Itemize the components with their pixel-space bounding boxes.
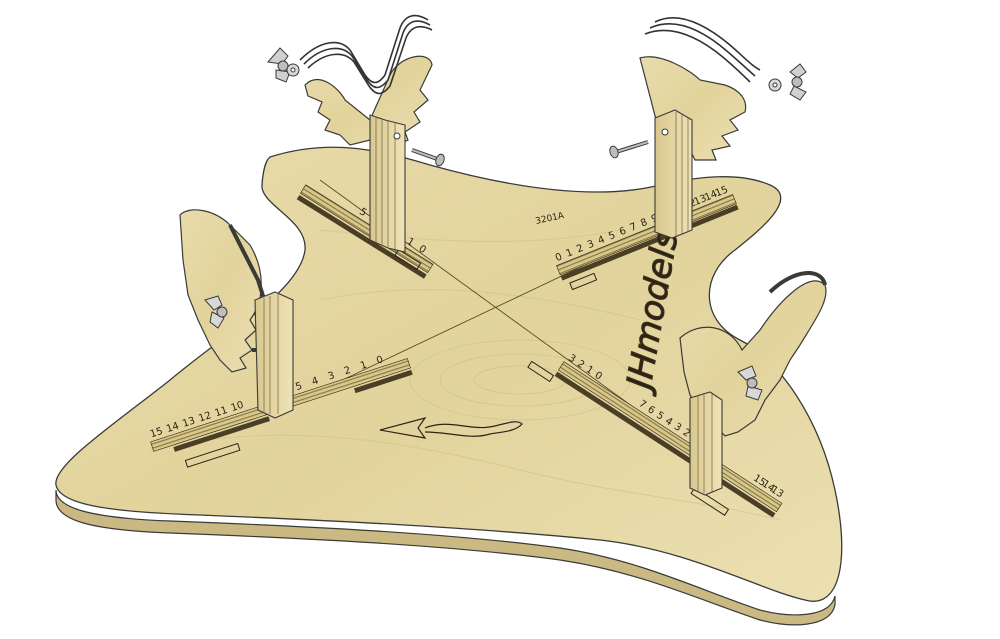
scale-tick-label: 5	[294, 381, 303, 393]
cradle-saddle	[179, 209, 262, 373]
scale-tick-label: 4	[310, 375, 319, 387]
bolt-icon	[411, 148, 445, 167]
direction-arrow-icon	[379, 416, 523, 439]
scale-tick-label: 0	[417, 243, 428, 256]
scale-tick-label: 5	[654, 410, 665, 423]
cradle-right	[679, 271, 827, 496]
scale-tick-label: 3	[672, 421, 683, 434]
scale-tick-label: 15	[149, 426, 165, 440]
base-plate	[55, 146, 843, 626]
scale-tick-label: 0	[593, 370, 604, 383]
wing-nut-icon	[737, 365, 763, 401]
scale-tick-label: 1	[565, 247, 575, 260]
wing-nut-icon	[204, 295, 228, 329]
cradle-post	[654, 109, 693, 239]
cradle-post	[254, 291, 294, 419]
washer-icon	[768, 78, 782, 92]
base-plate-edge	[55, 489, 836, 626]
wire-clip-right	[644, 17, 761, 83]
scale-tick-label: 5	[607, 230, 617, 243]
scale-tick-label: 7	[628, 221, 638, 234]
cradle-left	[179, 209, 294, 419]
scale-tick-label: 3	[566, 353, 577, 366]
scale-tick-label: 6	[618, 226, 628, 239]
scale-tick-label: 4	[663, 416, 674, 429]
scale-tick-label: 2	[575, 358, 586, 371]
cradle-post	[369, 114, 406, 253]
scale-tick-label: 5	[357, 206, 368, 219]
cradle-top-left	[304, 55, 433, 253]
scale-tick-label: 1	[405, 236, 416, 249]
scale-tick-label: 0	[375, 354, 384, 366]
cradle-top-right	[639, 56, 747, 239]
washer-icon	[286, 63, 300, 77]
wire-clip-left	[299, 14, 433, 95]
scale-tick-label: 2	[343, 365, 352, 377]
scale-tick-label: 1	[359, 360, 368, 372]
scale-tick-label: 7	[637, 398, 648, 411]
cradle-saddle-edge	[768, 271, 827, 294]
scale-tick-label: 2	[575, 243, 585, 256]
cradle-saddle	[304, 55, 433, 151]
scale-tick-label: 2	[681, 427, 692, 440]
scale-tick-label: 0	[554, 251, 564, 264]
wing-nut-icon	[267, 47, 291, 83]
scale-tick-label: 13	[181, 415, 197, 429]
scale-tick-label: 3	[586, 239, 596, 252]
scale-tick-label: 6	[645, 404, 656, 417]
scale-tick-label: 12	[197, 410, 213, 424]
slot-marks	[184, 248, 730, 516]
scale-tick-label: 11	[213, 405, 229, 419]
scale-tick-label: 4	[597, 234, 607, 247]
wing-nut-icon	[789, 63, 807, 101]
scale-tick-label: 15	[714, 184, 730, 199]
scale-tick-label: 1	[584, 364, 595, 377]
scale-tick-label: 10	[230, 400, 246, 414]
scale-tick-label: 13	[692, 193, 708, 208]
scale-tick-label: 14	[703, 189, 719, 204]
scale-tick-label: 3	[327, 370, 336, 382]
cradle-post	[689, 391, 723, 496]
scale-tick-label: 14	[165, 421, 181, 435]
bolt-icon	[609, 140, 649, 159]
scale-tick-label: 8	[639, 217, 649, 230]
